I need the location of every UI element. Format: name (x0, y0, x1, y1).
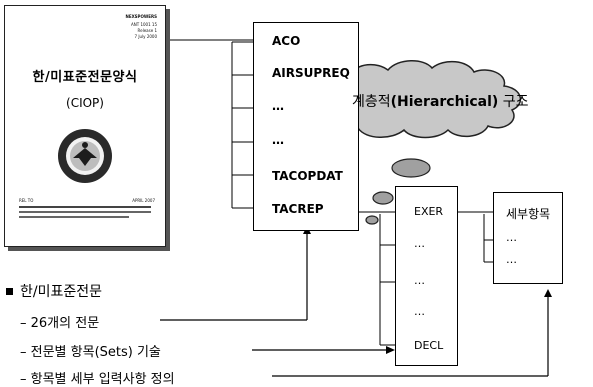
doc-header-line-4: 7 July 2000 (134, 34, 157, 39)
dod-seal-icon (58, 129, 112, 183)
message-tacrep: TACREP (272, 202, 324, 216)
bullet-item-3-text: 항목별 세부 입력사항 정의 (30, 372, 175, 387)
cloud-bubble-small (365, 215, 379, 225)
set-decl: DECL (414, 339, 444, 352)
cloud-label-en: (Hierarchical) (390, 94, 499, 110)
doc-text-line (19, 211, 151, 213)
detail-item: … (506, 253, 517, 266)
set-exer: EXER (414, 205, 444, 218)
detail-title: 세부항목 (506, 207, 551, 221)
bullet-item-3: – 항목별 세부 입력사항 정의 (20, 372, 175, 387)
cloud-bubble-medium (372, 191, 394, 205)
doc-footer-left: REL TO (19, 198, 34, 203)
detail-box: 세부항목 … … (493, 192, 563, 284)
bullet-item-2: – 전문별 항목(Sets) 기술 (20, 345, 161, 360)
doc-footer-right: APRIL 2007 (132, 198, 155, 203)
message-ellipsis: … (272, 99, 284, 113)
cloud-bubble-large (391, 158, 431, 178)
message-aco: ACO (272, 34, 301, 48)
set-ellipsis: … (414, 305, 425, 318)
doc-header-line-2: ANT 1001 15 (131, 22, 157, 27)
cloud-label: 계층적(Hierarchical) 구조 (352, 91, 529, 111)
bullet-main: 한/미표준전문 (20, 284, 102, 300)
message-list-box: ACO AIRSUPREQ … … TACOPDAT TACREP (253, 22, 359, 231)
detail-item: … (506, 231, 517, 244)
bullet-item-2-text: 전문별 항목(Sets) 기술 (30, 345, 161, 360)
bullet-item-1: – 26개의 전문 (20, 316, 100, 331)
cloud-label-ko: 계층적 (352, 94, 391, 110)
set-ellipsis: … (414, 274, 425, 287)
set-ellipsis: … (414, 237, 425, 250)
sets-box: EXER … … … DECL (395, 186, 458, 366)
doc-subtitle: (CIOP) (66, 96, 104, 110)
message-ellipsis: … (272, 133, 284, 147)
doc-header-line-1: NEXSPOWERS (125, 14, 157, 19)
bullet-square-icon (6, 288, 13, 295)
ciop-document-cover: NEXSPOWERS ANT 1001 15 Release 1 7 July … (4, 5, 166, 247)
doc-title: 한/미표준전문양식 (32, 70, 138, 85)
message-tacopdat: TACOPDAT (272, 169, 343, 183)
doc-text-line (19, 206, 151, 208)
message-airsupreq: AIRSUPREQ (272, 66, 350, 80)
cloud-label-ko-post: 구조 (498, 94, 529, 110)
doc-header-line-3: Release 1 (137, 28, 157, 33)
bullet-item-1-text: 26개의 전문 (30, 316, 100, 331)
doc-text-line (19, 216, 129, 218)
